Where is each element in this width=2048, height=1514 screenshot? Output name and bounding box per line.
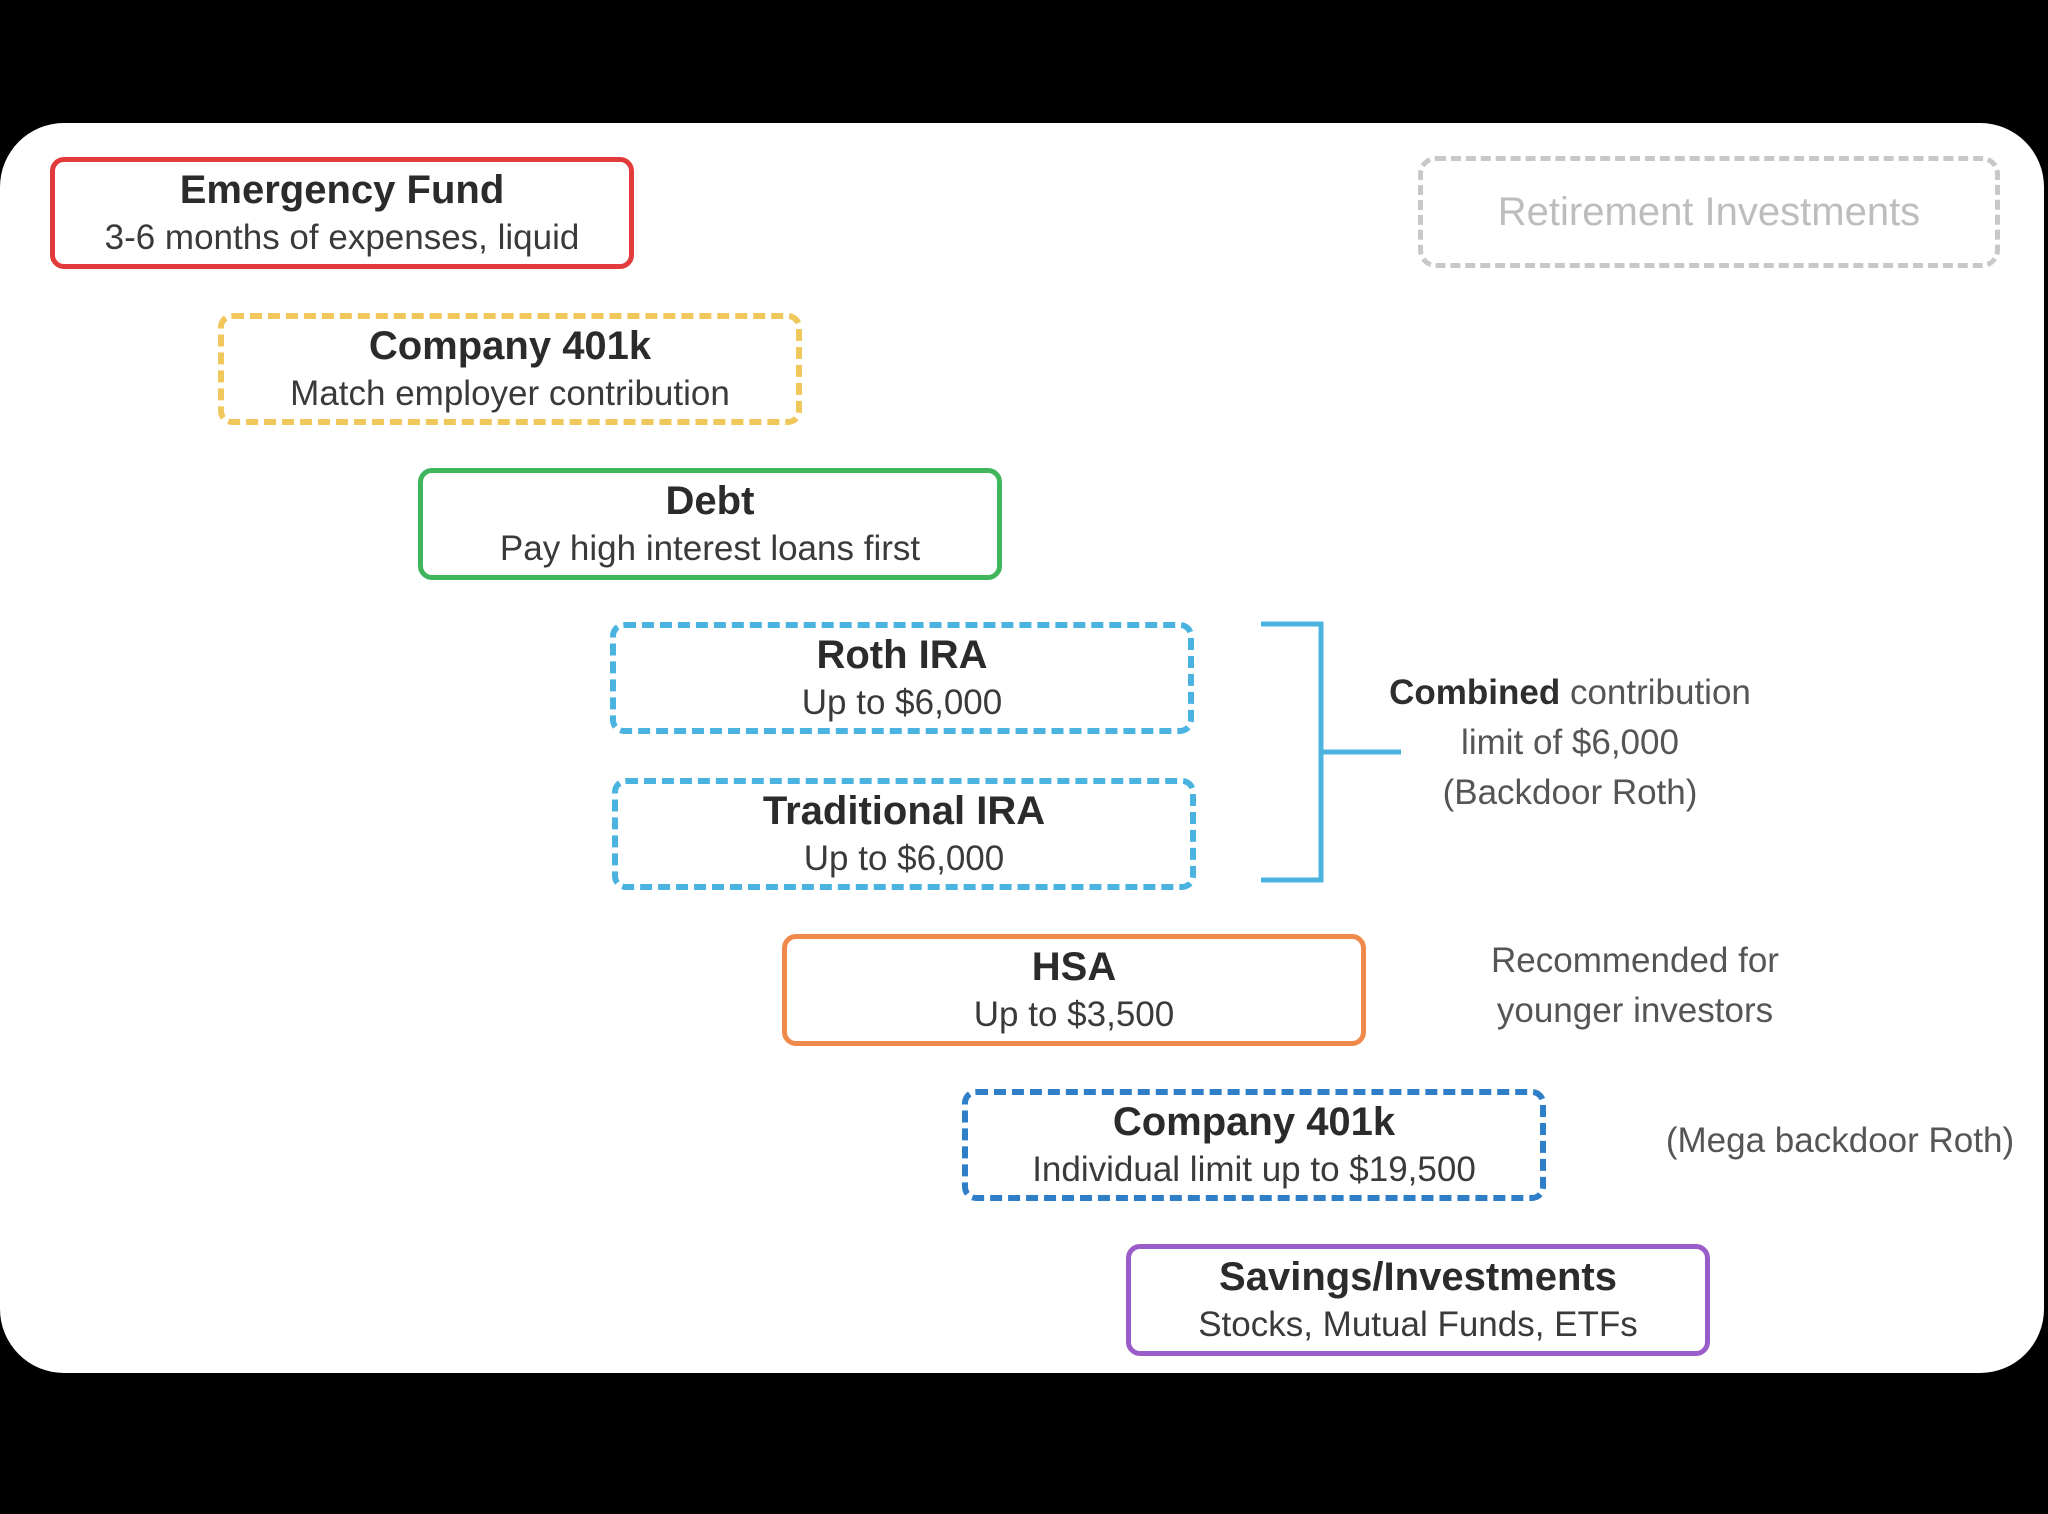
step-subtitle: Pay high interest loans first: [499, 529, 921, 568]
ira-note-line3: (Backdoor Roth): [1442, 773, 1698, 812]
ira-note-line2: limit of $6,000: [1461, 723, 1679, 762]
step-title: Emergency Fund: [179, 168, 505, 212]
ira-note-line1: contribution: [1560, 673, 1751, 712]
retirement-legend-label: Retirement Investments: [1497, 189, 1921, 234]
step-title: Traditional IRA: [762, 789, 1046, 833]
hsa-note-line1: Recommended for: [1491, 941, 1779, 980]
step-subtitle: Match employer contribution: [290, 374, 730, 413]
diagram-card: Retirement Investments Emergency Fund 3-…: [0, 123, 2044, 1373]
step-company-401k-match: Company 401k Match employer contribution: [218, 313, 802, 425]
step-title: Roth IRA: [816, 633, 988, 677]
hsa-note-line2: younger investors: [1496, 991, 1774, 1030]
step-title: Company 401k: [1112, 1100, 1396, 1144]
step-emergency-fund: Emergency Fund 3-6 months of expenses, l…: [50, 157, 634, 269]
step-title: Savings/Investments: [1219, 1255, 1617, 1299]
ira-note-bold: Combined: [1389, 673, 1561, 712]
step-title: HSA: [1031, 945, 1117, 989]
ira-bracket: [1261, 621, 1401, 883]
step-hsa: HSA Up to $3,500: [782, 934, 1366, 1046]
step-subtitle: Up to $6,000: [801, 683, 1003, 722]
step-title: Company 401k: [368, 324, 652, 368]
step-subtitle: 3-6 months of expenses, liquid: [104, 218, 580, 257]
step-debt: Debt Pay high interest loans first: [418, 468, 1002, 580]
retirement-legend: Retirement Investments: [1418, 156, 2000, 268]
step-title: Debt: [665, 479, 755, 523]
step-company-401k-individual: Company 401k Individual limit up to $19,…: [962, 1089, 1546, 1201]
ira-combined-note: Combined contribution limit of $6,000 (B…: [1330, 668, 1810, 818]
step-traditional-ira: Traditional IRA Up to $6,000: [612, 778, 1196, 890]
hsa-note: Recommended for younger investors: [1430, 936, 1840, 1036]
step-subtitle: Stocks, Mutual Funds, ETFs: [1198, 1305, 1638, 1344]
step-subtitle: Up to $3,500: [973, 995, 1175, 1034]
mega-note-text: (Mega backdoor Roth): [1665, 1121, 2015, 1160]
step-savings-investments: Savings/Investments Stocks, Mutual Funds…: [1126, 1244, 1710, 1356]
step-subtitle: Individual limit up to $19,500: [1032, 1150, 1476, 1189]
step-roth-ira: Roth IRA Up to $6,000: [610, 622, 1194, 734]
step-subtitle: Up to $6,000: [803, 839, 1005, 878]
mega-backdoor-note: (Mega backdoor Roth): [1640, 1116, 2040, 1166]
